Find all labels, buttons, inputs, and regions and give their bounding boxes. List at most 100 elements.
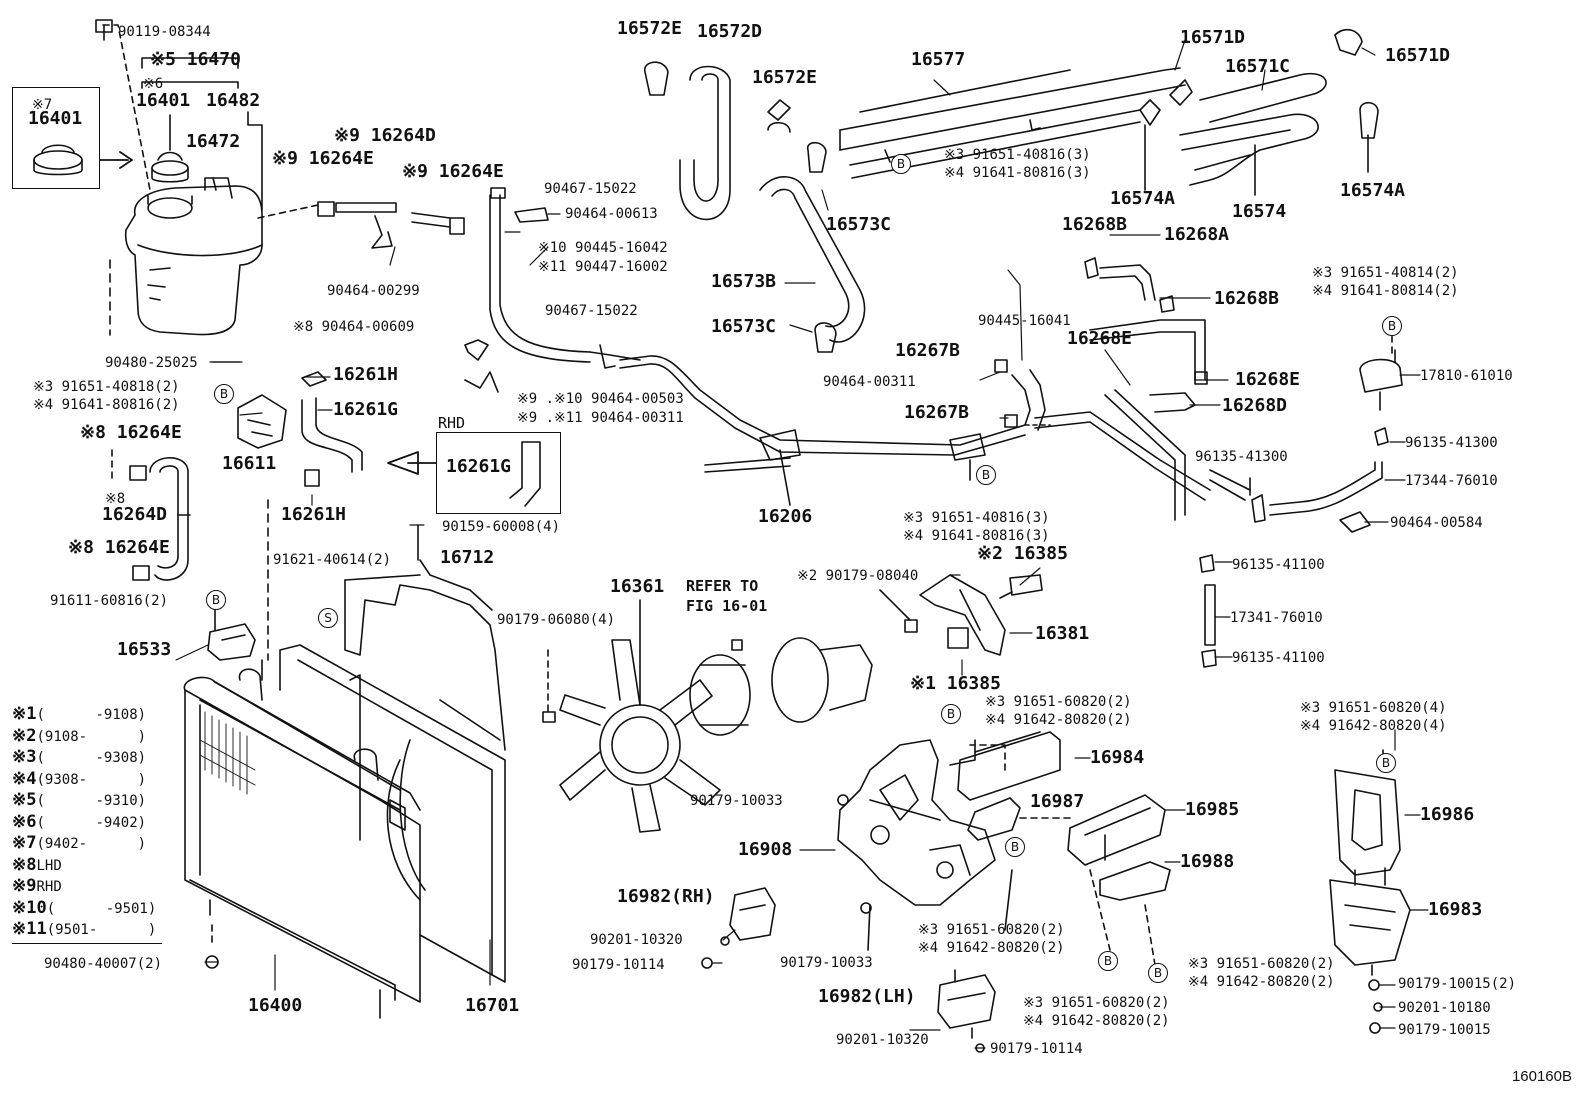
part-label: 96135-41300	[1195, 449, 1288, 465]
legend-row: ※9RHD	[12, 876, 162, 898]
part-label: 16206	[758, 506, 813, 527]
cooling-fan-icon	[560, 640, 720, 832]
part-label: 16533	[117, 639, 172, 660]
legend-range: ( -9402)	[36, 814, 147, 831]
part-label: 16986	[1420, 804, 1475, 825]
plate-16987-icon	[968, 798, 1020, 840]
part-label: 17810-61010	[1420, 368, 1513, 384]
rhd-inset-title: RHD	[438, 414, 466, 432]
legend-row: ※3( -9308)	[12, 747, 162, 769]
part-label: ※9 .※11 90464-00311	[517, 410, 684, 426]
part-label: 16572E	[617, 18, 683, 39]
part-label: 16571D	[1385, 45, 1451, 66]
part-label: 16268E	[1235, 369, 1301, 390]
part-label: ※11 90447-16002	[538, 259, 668, 275]
reservoir-cap-icon	[152, 153, 188, 182]
ref-badge-b: B	[941, 704, 961, 724]
legend-row: ※4(9308- )	[12, 769, 162, 791]
legend-mark: ※7	[12, 833, 37, 853]
part-label: 90119-08344	[118, 24, 211, 40]
part-label: ※4 91642-80820(2)	[918, 940, 1065, 956]
part-label: 91611-60816(2)	[50, 593, 169, 609]
legend-mark: ※2	[12, 725, 37, 746]
part-label: 90464-00299	[327, 283, 420, 299]
part-label: ※2 90179-08040	[797, 568, 919, 584]
part-label: 16268B	[1214, 288, 1280, 309]
rhd-inset-box	[436, 432, 561, 514]
part-label: 90179-10015	[1398, 1022, 1491, 1038]
legend-mark: ※1	[12, 704, 37, 724]
part-label: ※4 91642-80820(2)	[985, 712, 1132, 728]
legend-mark: ※10	[12, 897, 47, 918]
part-label: ※8 90464-00609	[293, 319, 415, 335]
fan-coupling-icon	[690, 638, 872, 735]
hose-16573b-icon	[760, 143, 865, 352]
bracket-16983-icon	[1330, 880, 1410, 975]
part-label: 16261G	[333, 399, 399, 420]
reservoir-tank-icon	[126, 178, 262, 334]
part-label: ※3 91651-40816(3)	[903, 510, 1050, 526]
part-label: 16571D	[1180, 27, 1246, 48]
part-label: 90464-00613	[565, 206, 658, 222]
hose-17344-icon	[1252, 462, 1382, 522]
part-label: ※9 16264E	[402, 161, 504, 182]
part-label: 90464-00584	[1390, 515, 1483, 531]
part-label: ※9 16264D	[334, 125, 436, 146]
ref-badge-b: B	[1005, 837, 1025, 857]
legend-range: (9501- )	[46, 922, 157, 938]
engine-mount-lh-icon	[938, 970, 995, 1038]
part-label: 16577	[911, 49, 966, 70]
pipe-16206-icon	[620, 356, 1025, 505]
bracket-16986-icon	[1335, 770, 1400, 885]
part-label: ※3 91651-60820(2)	[1023, 995, 1170, 1011]
refer-note-line1: REFER TO	[686, 577, 759, 595]
part-label: 16982(LH)	[818, 986, 916, 1007]
ref-badge-b: B	[1376, 753, 1396, 773]
legend-row: ※1( -9108)	[12, 704, 162, 726]
radiator-icon	[184, 669, 420, 1018]
ref-badge-s: S	[318, 608, 338, 628]
legend-mark: ※9	[12, 876, 37, 896]
part-label: 96135-41300	[1405, 435, 1498, 451]
part-label: 90467-15022	[545, 303, 638, 319]
part-label: ※3 91651-40816(3)	[944, 147, 1091, 163]
part-label: ※3 91651-40818(2)	[33, 379, 180, 395]
part-label: ※4 91641-80814(2)	[1312, 283, 1459, 299]
part-label: ※3 91651-60820(2)	[1188, 956, 1335, 972]
engine-mount-rh-icon	[730, 888, 775, 940]
legend-mark: ※11	[12, 919, 47, 939]
inset-part-number: 16401	[28, 108, 83, 129]
part-label: 16701	[465, 995, 520, 1016]
part-label: 90179-06080(4)	[497, 612, 616, 628]
part-label: ※3 91651-60820(2)	[918, 922, 1065, 938]
hose-16264-icon	[318, 202, 464, 248]
part-label: ※8	[105, 491, 126, 507]
legend-mark: ※4	[12, 768, 37, 789]
part-label: 90445-16041	[978, 313, 1071, 329]
part-label: ※3 91651-60820(4)	[1300, 700, 1447, 716]
radiator-frame-icon	[280, 645, 505, 982]
legend-range: RHD	[36, 879, 62, 895]
legend-range: ( -9108)	[36, 707, 147, 723]
bracket-16611-icon	[238, 395, 286, 448]
part-label: 16268E	[1067, 328, 1133, 349]
ref-badge-b: B	[206, 590, 226, 610]
part-label: ※10 90445-16042	[538, 240, 668, 256]
legend-row: ※10( -9501)	[12, 898, 162, 920]
part-label: 16267B	[904, 402, 970, 423]
legend-underline	[12, 942, 162, 944]
hose-16574-icon	[1180, 74, 1326, 185]
part-label: 90159-60008(4)	[442, 519, 561, 535]
part-label: 16984	[1090, 747, 1145, 768]
model-code-legend: ※1( -9108)※2(9108- )※3( -9308)※4(9308- )…	[12, 704, 162, 944]
hose-16261g-icon	[302, 372, 362, 486]
hose-17341-icon	[1200, 555, 1216, 667]
part-label: 16573C	[826, 214, 892, 235]
ref-badge-b: B	[1148, 963, 1168, 983]
legend-row: ※11(9501- )	[12, 919, 162, 941]
rhd-arrow-icon	[388, 452, 436, 474]
part-label: 90179-10114	[990, 1041, 1083, 1057]
part-label: ※1 16385	[910, 673, 1001, 694]
ref-badge-b: B	[1382, 316, 1402, 336]
part-label: 16985	[1185, 799, 1240, 820]
